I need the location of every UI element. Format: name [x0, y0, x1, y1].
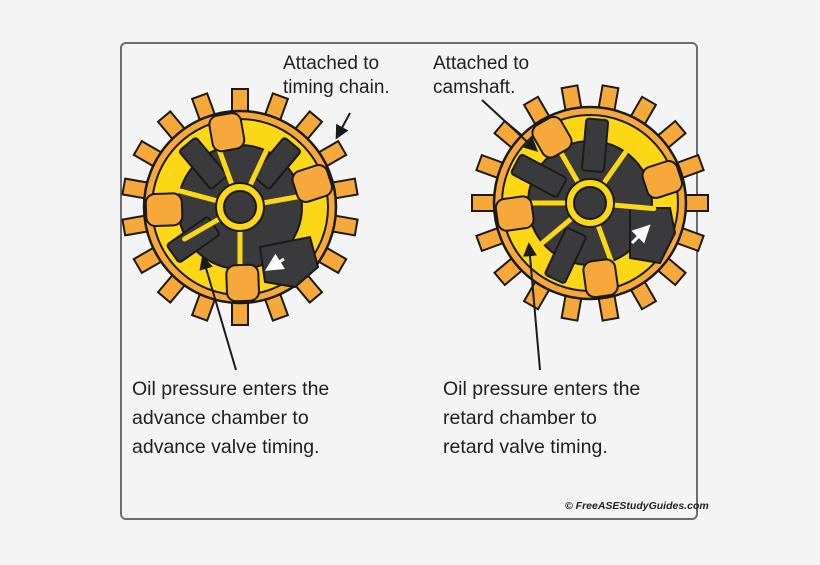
- oil-flow-arrow-right: [630, 224, 651, 245]
- right-cam-phaser-gear: [471, 84, 709, 322]
- label-attached-camshaft: Attached to camshaft.: [433, 53, 530, 98]
- left-cam-phaser-gear: [121, 88, 359, 326]
- caption-advance: Oil pressure enters the advance chamber …: [132, 378, 330, 458]
- gear-teeth: [121, 88, 359, 326]
- caption-retard: Oil pressure enters the retard chamber t…: [443, 378, 641, 458]
- copyright-notice: © FreeASEStudyGuides.com: [565, 500, 709, 512]
- callout-arrow-timing-chain: [335, 112, 351, 140]
- callout-arrow-retard-chamber: [523, 242, 541, 371]
- callout-arrow-advance-chamber: [199, 255, 237, 371]
- label-attached-timing-chain: Attached to timing chain.: [283, 53, 390, 98]
- callout-arrow-camshaft: [481, 99, 539, 152]
- oil-flow-arrow-left: [264, 253, 285, 271]
